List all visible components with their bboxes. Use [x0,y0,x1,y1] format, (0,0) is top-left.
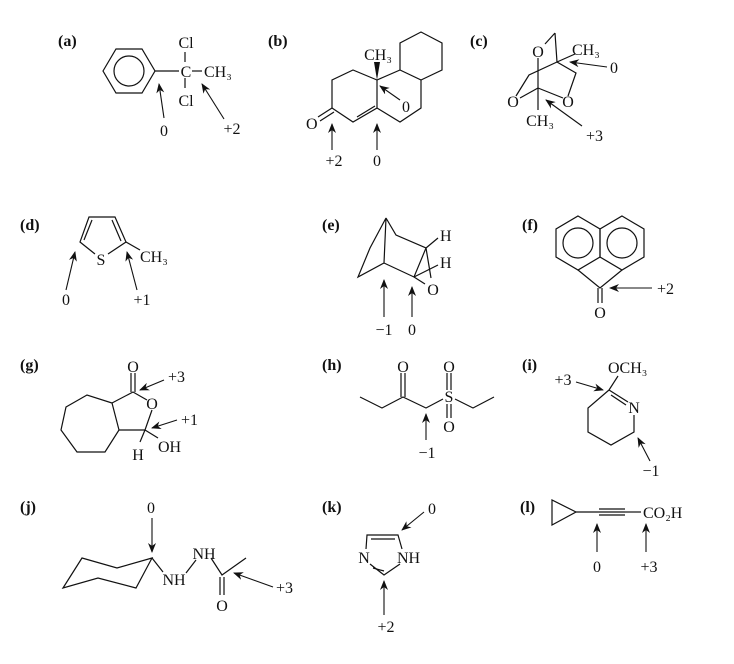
oxidation-number: +2 [377,619,394,636]
atom-label: H [440,228,452,245]
atom-label: NH [192,546,216,563]
atom-label: CH₃ [140,249,168,266]
panel-label: (k) [322,499,342,516]
aromatic-circle [113,55,145,87]
molecule-h: (h) O S O O −1 [322,357,495,462]
molecule-i: (i) OCH₃ N +3 −1 [522,357,660,480]
molecule-c: (c) O CH₃ O O CH₃ 0 +3 [470,32,618,145]
oxidation-number: 0 [408,322,416,339]
oxidation-number: 0 [373,153,381,170]
atom-label: O [146,396,158,413]
oxidation-number: 0 [402,99,410,116]
atom-label: O [127,359,139,376]
atom-label: CH₃ [526,113,554,130]
oxidation-number: −1 [375,322,392,339]
atom-label: O [443,419,455,436]
arrow [233,572,274,588]
arrow [201,83,225,120]
molecule-b: (b) CH₃ O 0 +2 0 [268,31,443,170]
oxidation-number: +3 [554,372,571,389]
arrow [156,83,165,119]
atom-label: O [594,305,606,322]
atom-label: OCH₃ [608,360,647,377]
atom-label: H [440,255,452,272]
atom-label: H [132,447,144,464]
oxidation-number: 0 [62,292,70,309]
oxidation-number: +1 [133,292,150,309]
oxidation-number: +2 [657,281,674,298]
arrow [545,99,583,127]
atom-label: CH₃ [364,47,392,64]
atom-label: CO₂H [643,505,683,522]
arrow [637,437,651,462]
molecule-a: (a) Cl C CH₃ Cl 0 +2 [58,33,241,140]
panel-label: (a) [58,33,77,50]
panel-label: (i) [522,357,537,374]
oxidation-number: 0 [160,123,168,140]
atom-label: S [97,252,106,269]
panel-label: (d) [20,217,40,234]
arrow [139,379,165,391]
atom-label: C [181,64,192,81]
atom-label: CH₃ [572,42,600,59]
panel-label: (b) [268,33,288,50]
oxidation-number: 0 [610,60,618,77]
atom-label: Cl [178,35,194,52]
atom-label: NH [162,572,186,589]
panel-label: (c) [470,33,488,50]
arrow [125,251,138,291]
panel-label: (h) [322,357,342,374]
atom-label: O [397,359,409,376]
molecule-d: (d) S CH₃ 0 +1 [20,216,168,309]
arrow [151,419,178,430]
wedge-bond [374,62,380,80]
atom-label: O [443,359,455,376]
atom-label: CH₃ [204,64,232,81]
oxidation-number: +3 [276,580,293,597]
atom-label: N [358,550,370,567]
molecule-e: (e) H H O −1 0 [322,217,452,339]
atom-label: O [306,116,318,133]
oxidation-number: +2 [325,153,342,170]
oxidation-number: −1 [418,445,435,462]
atom-label: Cl [178,93,194,110]
atom-label: O [562,94,574,111]
atom-label: O [532,44,544,61]
arrow [401,511,425,531]
oxidation-number: +3 [168,369,185,386]
arrow [379,85,401,101]
oxidation-number: 0 [147,500,155,517]
atom-label: S [445,389,454,406]
arrow [65,251,77,291]
panel-label: (g) [20,357,39,374]
arrow [569,59,608,68]
atom-label: O [507,94,519,111]
panel-label: (l) [520,499,535,516]
panel-label: (e) [322,217,340,234]
atom-label: N [628,400,640,417]
molecule-k: (k) N NH 0 +2 [322,499,436,636]
atom-label: O [216,598,228,615]
atom-label: OH [158,439,182,456]
molecule-g: (g) O O H OH +3 +1 [20,357,198,464]
oxidation-number: +3 [586,128,603,145]
oxidation-number: +1 [181,412,198,429]
oxidation-number: 0 [593,559,601,576]
oxidation-number: +3 [640,559,657,576]
molecule-f: (f) O +2 [522,215,674,322]
atom-label: O [427,282,439,299]
oxidation-number: 0 [428,501,436,518]
panel-label: (j) [20,499,36,516]
panel-label: (f) [522,217,538,234]
arrow [575,381,604,392]
molecule-j: (j) NH NH O 0 +3 [20,499,293,615]
atom-label: NH [397,550,421,567]
molecule-l: (l) CO₂H 0 +3 [520,499,683,576]
oxidation-number: +2 [223,121,240,138]
oxidation-number: −1 [642,463,659,480]
